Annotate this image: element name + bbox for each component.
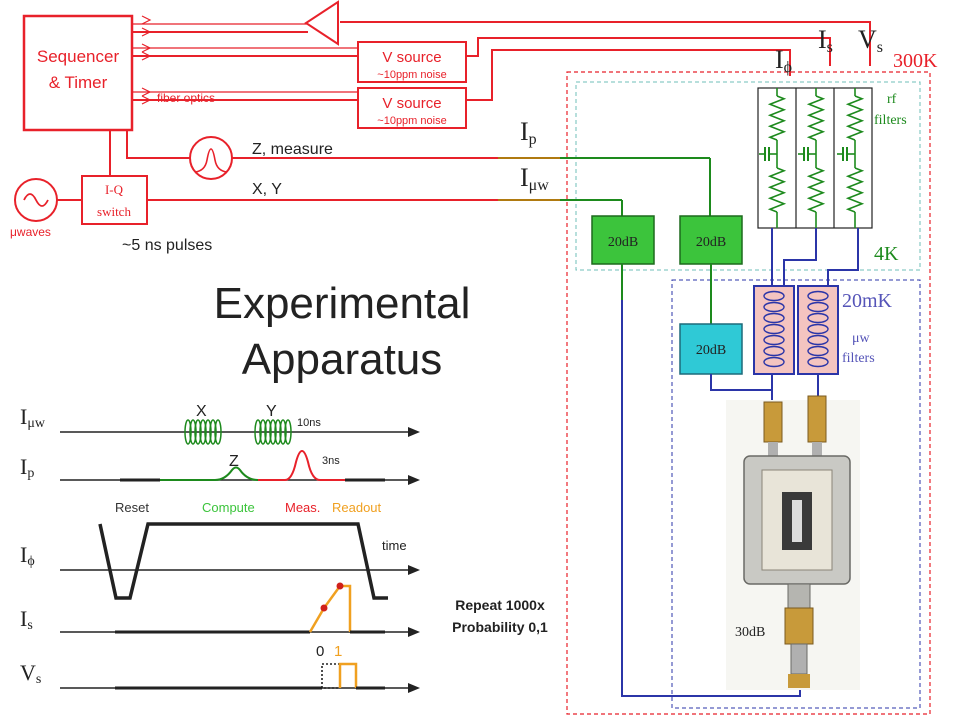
v-source-box-1	[357, 41, 467, 83]
v-source-label-1: V source	[382, 49, 441, 66]
uw-filters-label-1: μw	[852, 331, 871, 346]
timing-label-i-uw: Iμw	[20, 404, 46, 431]
stage-4k-box	[575, 81, 921, 271]
v-s-pulse-dotted	[321, 663, 341, 689]
v-source-noise-1: ~10ppm noise	[377, 69, 446, 81]
amplifier-symbol	[304, 0, 339, 46]
attenuator-20db-cyan-label: 20dB	[696, 343, 726, 358]
iq-switch-box	[81, 175, 148, 225]
phase-reset: Reset	[115, 500, 149, 515]
pulses-label: ~5 ns pulses	[122, 237, 212, 254]
pulse-z-label: Z	[229, 453, 239, 470]
room-temp-wiring	[57, 21, 871, 201]
timing-axis-arrows	[408, 427, 420, 693]
timing-label-i-p: Ip	[20, 454, 34, 481]
timing-axes	[60, 431, 410, 689]
outcome-one: 1	[334, 643, 342, 660]
svg-text:Ip: Ip	[520, 117, 537, 148]
attenuator-20db-right-label: 20dB	[696, 235, 726, 250]
v-source-noise-2: ~10ppm noise	[377, 115, 446, 127]
time-label: time	[382, 538, 407, 553]
stage-20mk-box	[671, 279, 921, 709]
label-i-p: Ip	[520, 117, 537, 148]
label-i-s: Is	[818, 25, 833, 56]
i-s-ramp	[308, 584, 352, 633]
v-s-pulse	[338, 662, 358, 688]
repeat-label: Repeat 1000x	[455, 597, 545, 613]
v-source-label-2: V source	[382, 95, 441, 112]
uw-coil-1	[763, 290, 785, 368]
xy-label: X, Y	[252, 181, 282, 198]
i-phi-waveform	[98, 522, 388, 600]
rf-filter-2	[798, 88, 826, 228]
sample-30db-label: 30dB	[735, 625, 765, 640]
i-s-switch-point-0	[320, 604, 328, 612]
label-i-phi: Iϕ	[775, 45, 792, 76]
sequencer-label-1: Sequencer	[37, 47, 120, 66]
pulse-y-burst	[254, 419, 292, 445]
microwaves-label: μwaves	[10, 225, 51, 239]
uw-coil-2	[807, 290, 829, 368]
iq-switch-label-2: switch	[97, 204, 131, 219]
rf-filter-1	[759, 88, 787, 228]
iq-switch-label-1: I-Q	[105, 182, 124, 197]
uw-filter-bank	[753, 285, 839, 375]
svg-text:Iϕ: Iϕ	[775, 45, 792, 76]
sequencer-timer-box	[22, 14, 134, 132]
pulse-3ns-label: 3ns	[322, 455, 340, 467]
pulse-y-label: Y	[266, 403, 277, 420]
phase-meas: Meas.	[285, 500, 320, 515]
timing-label-i-s: Is	[20, 606, 33, 633]
outcome-zero: 0	[316, 643, 324, 660]
probability-label: Probability 0,1	[452, 619, 548, 635]
pulse-x-label: X	[196, 403, 207, 420]
rf-filters-label-2: filters	[874, 113, 907, 128]
phase-compute: Compute	[202, 500, 255, 515]
svg-text:Vs: Vs	[858, 25, 883, 56]
z-measure-label: Z, measure	[252, 141, 333, 158]
ip-measure-pulse	[258, 450, 345, 481]
stage-300k-label: 300K	[893, 50, 938, 72]
rf-filters-label-1: rf	[887, 92, 897, 107]
sample-holder-photo	[726, 395, 860, 690]
sequencer-label-2: & Timer	[49, 73, 108, 92]
fiber-optics-label: fiber optics	[157, 91, 215, 105]
v-source-box-2	[357, 87, 467, 129]
pulse-x-burst	[184, 419, 222, 445]
rf-filter-3	[837, 88, 865, 228]
label-i-uw: Iμw	[520, 163, 549, 194]
stage-300k-box	[566, 71, 931, 715]
svg-text:Iμw: Iμw	[520, 163, 549, 194]
ip-compute-pulse	[160, 466, 259, 481]
svg-text:Is: Is	[818, 25, 833, 56]
filter-connection-wires	[771, 228, 859, 286]
i-s-switch-point-1	[336, 582, 344, 590]
title-line-2: Apparatus	[242, 335, 443, 384]
label-v-s: Vs	[858, 25, 883, 56]
uw-filters-label-2: filters	[842, 351, 875, 366]
pulse-generator-icon	[189, 136, 233, 180]
pulse-10ns-label: 10ns	[297, 417, 321, 429]
timing-label-i-phi: Iϕ	[20, 542, 35, 569]
title-line-1: Experimental	[214, 279, 471, 328]
attenuator-20db-left-label: 20dB	[608, 235, 638, 250]
stage-4k-label: 4K	[874, 243, 899, 265]
stage-20mk-label: 20mK	[842, 290, 893, 312]
phase-readout: Readout	[332, 500, 382, 515]
fiber-lines	[132, 15, 358, 105]
attenuator-20db-left	[591, 215, 655, 265]
timing-label-v-s: Vs	[20, 660, 41, 687]
attenuator-20db-right	[679, 215, 743, 265]
